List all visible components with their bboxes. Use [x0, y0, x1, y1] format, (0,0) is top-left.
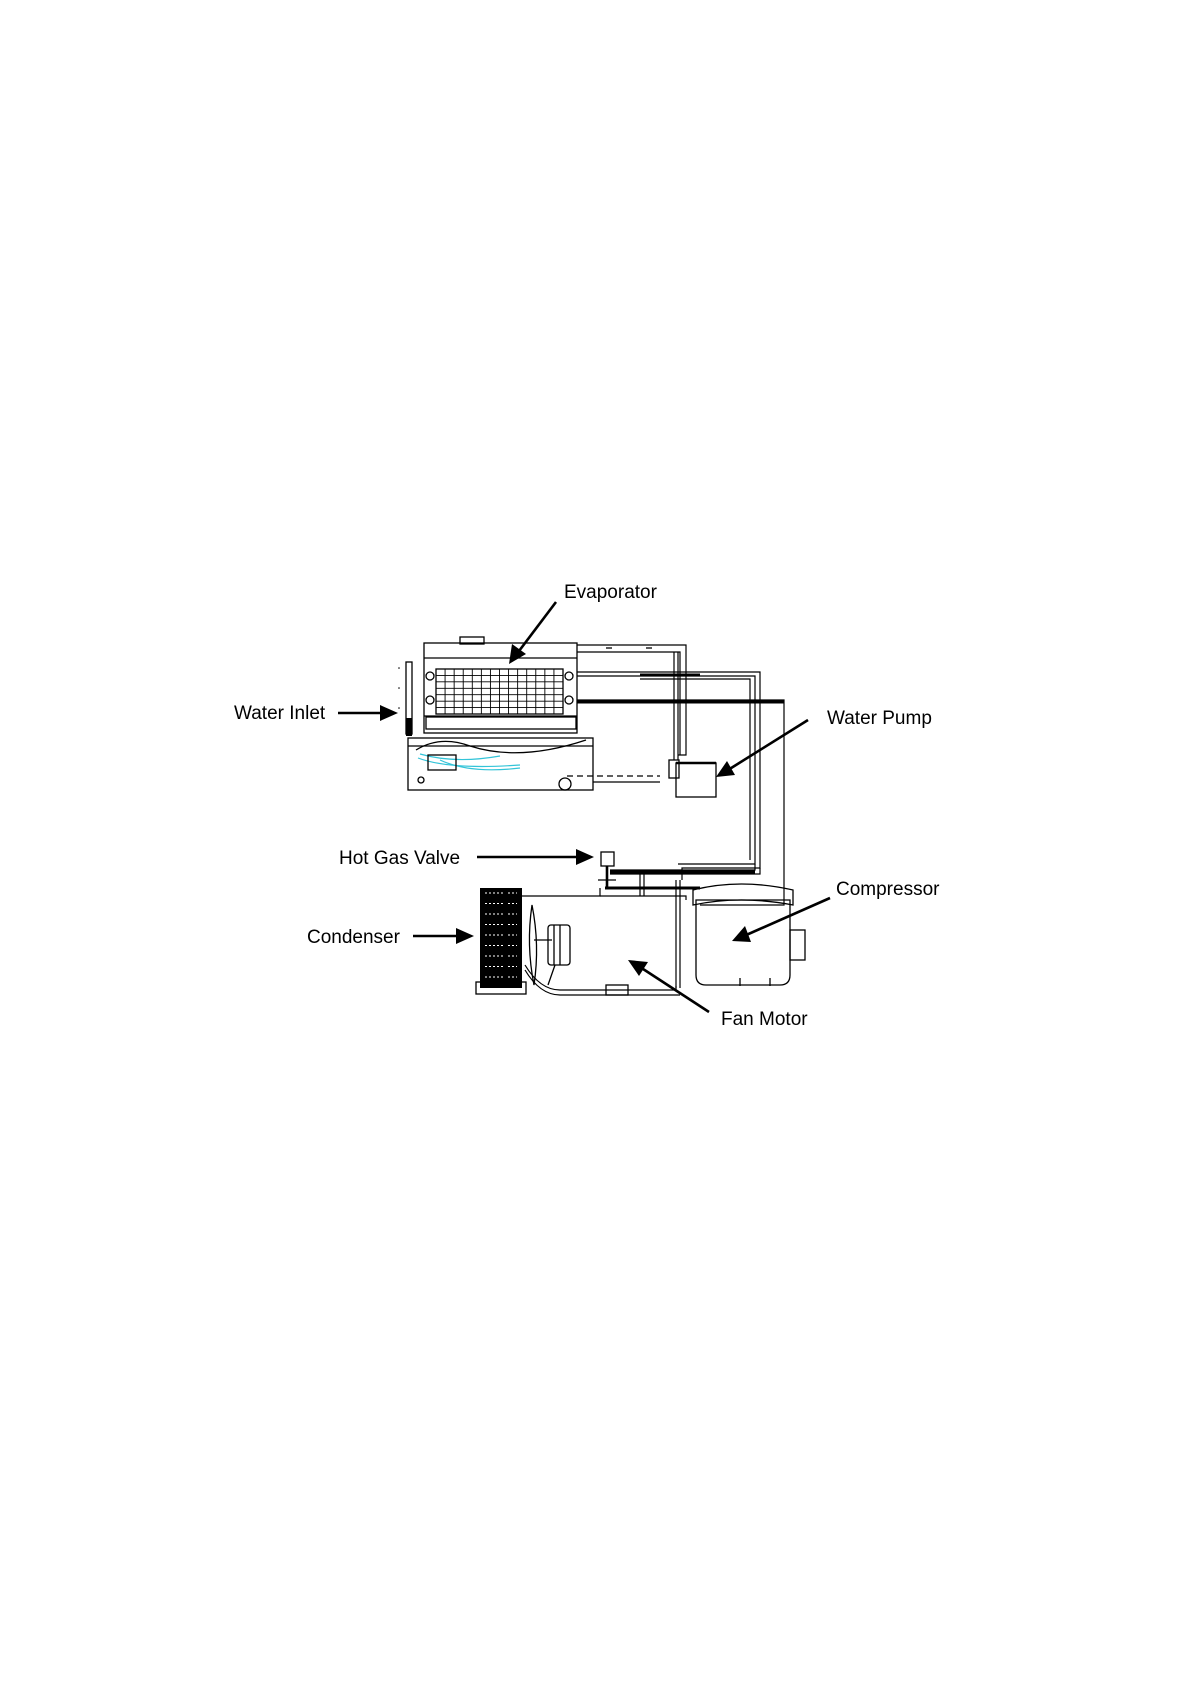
refrigerant-piping: [522, 645, 784, 995]
evaporator-unit: [424, 637, 577, 733]
water-inlet-arrow: [338, 705, 398, 721]
label-condenser: Condenser: [307, 927, 401, 948]
condenser-unit: [476, 888, 570, 994]
water-pump-arrow: [716, 720, 808, 777]
label-water-inlet: Water Inlet: [234, 703, 326, 724]
water-pump-unit: [669, 760, 716, 797]
label-compressor: Compressor: [836, 879, 940, 900]
condenser-arrow: [413, 928, 474, 944]
label-hot-gas-valve: Hot Gas Valve: [339, 848, 460, 869]
water-reservoir: [408, 738, 660, 790]
label-water-pump: Water Pump: [827, 708, 932, 729]
hot-gas-valve-arrow: [477, 849, 594, 865]
label-evaporator: Evaporator: [564, 582, 658, 603]
evaporator-arrow: [509, 602, 556, 664]
fan-motor-arrow: [628, 960, 709, 1012]
water-inlet-unit: [398, 662, 412, 736]
label-fan-motor: Fan Motor: [721, 1009, 808, 1030]
evaporator-grid: [436, 669, 563, 714]
